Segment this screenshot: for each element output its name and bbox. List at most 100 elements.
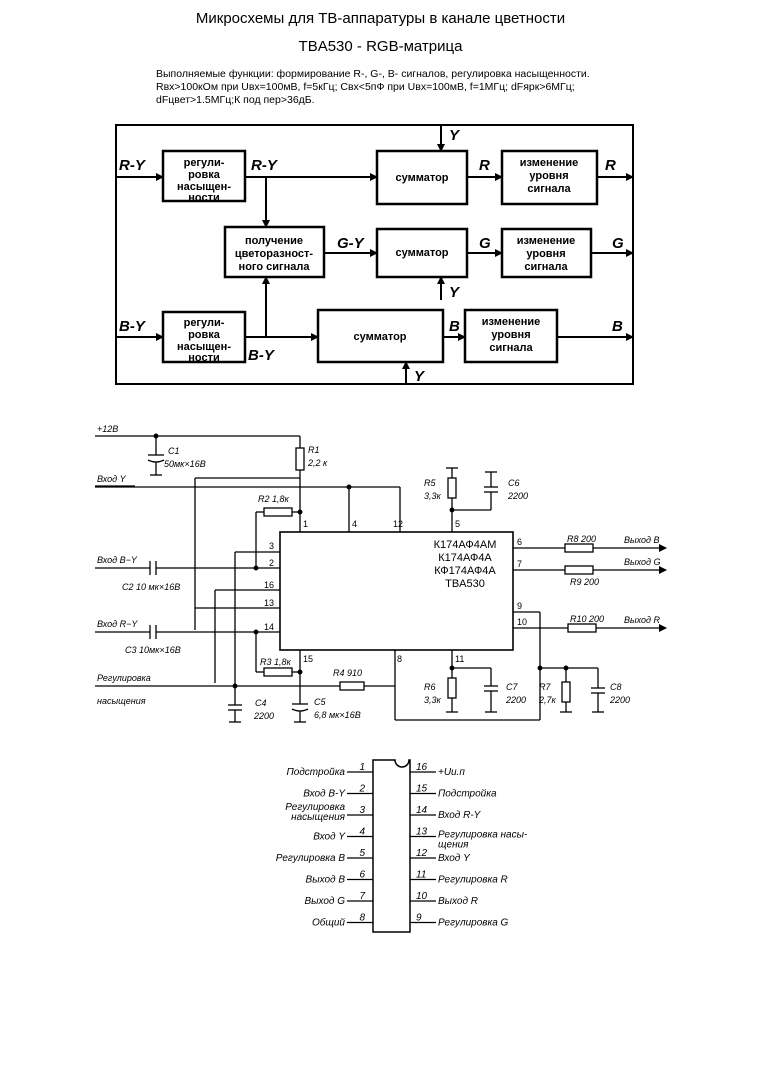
pinout-left-label: Вход Y bbox=[313, 832, 346, 843]
block-diagram: регули- ровка насыщен- ности регули- ров… bbox=[115, 124, 634, 385]
c1-label: C1 bbox=[168, 446, 180, 456]
pinout-right-pin-number: 12 bbox=[416, 848, 428, 859]
signal-r-mid: R bbox=[479, 157, 490, 174]
sat-bottom-line-1: регули- bbox=[184, 317, 225, 329]
level-b-line-3: сигнала bbox=[489, 342, 533, 354]
supply-label: +12В bbox=[97, 424, 118, 434]
pinout-package bbox=[372, 759, 411, 933]
signal-b-mid: B bbox=[449, 318, 460, 335]
pinout-left-pin-number: 2 bbox=[358, 784, 365, 795]
ic-part-1: К174АФ4АМ bbox=[434, 539, 497, 551]
ic-pin-numbers: 1 4 12 5 3 2 16 13 14 15 8 11 6 7 9 10 bbox=[264, 519, 527, 664]
input-y-label: Вход Y bbox=[97, 474, 127, 484]
signal-g-out: G bbox=[612, 235, 624, 252]
pinout-right-label: Подстройка bbox=[438, 789, 497, 800]
r7-label: R7 bbox=[539, 682, 551, 692]
input-by-label: Вход B−Y bbox=[97, 555, 138, 565]
r7-value: 2,7к bbox=[538, 695, 557, 705]
r6-label: R6 bbox=[424, 682, 436, 692]
page-subtitle: TBA530 - RGB-матрица bbox=[298, 38, 463, 55]
pin-11: 11 bbox=[455, 654, 464, 664]
adder-r-label: сумматор bbox=[395, 172, 448, 184]
r7-resistor bbox=[561, 681, 571, 703]
adder-g-label: сумматор bbox=[395, 247, 448, 259]
r4-label: R4 910 bbox=[333, 668, 362, 678]
level-g-line-1: изменение bbox=[517, 235, 576, 247]
signal-g-mid: G bbox=[479, 235, 491, 252]
signal-gy-mid: G-Y bbox=[337, 235, 366, 252]
level-r-line-2: уровня bbox=[529, 170, 568, 182]
diff-line-1: получение bbox=[245, 235, 303, 247]
output-b-label: Выход B bbox=[624, 535, 660, 545]
spec-text: Выполняемые функции: формирование R-, G-… bbox=[156, 68, 626, 107]
pin-5: 5 bbox=[455, 519, 460, 529]
c6-label: C6 bbox=[508, 478, 520, 488]
pin-1: 1 bbox=[303, 519, 308, 529]
signal-ry-in: R-Y bbox=[119, 157, 147, 174]
signal-y-mid: Y bbox=[449, 284, 461, 301]
pinout-left-pin-number: 6 bbox=[359, 870, 365, 881]
r5-resistor bbox=[447, 477, 457, 499]
pin-13: 13 bbox=[264, 598, 274, 608]
signal-r-out: R bbox=[605, 157, 616, 174]
pinout-left-label: Общий bbox=[312, 917, 345, 929]
signal-ry-mid: R-Y bbox=[251, 157, 279, 174]
r1-resistor bbox=[295, 447, 305, 471]
r9-label: R9 200 bbox=[570, 577, 599, 587]
output-g-label: Выход G bbox=[624, 557, 661, 567]
pinout-left-label: Подстройка bbox=[286, 767, 345, 778]
diff-line-3: ного сигнала bbox=[239, 261, 311, 273]
pinout-left-label: Выход B bbox=[306, 875, 346, 886]
r3-resistor bbox=[263, 667, 293, 677]
diff-line-2: цветоразност- bbox=[235, 248, 313, 260]
r6-resistor bbox=[447, 677, 457, 699]
level-b-line-1: изменение bbox=[482, 316, 541, 328]
signal-by-mid: B-Y bbox=[248, 347, 276, 364]
ic-part-numbers: К174АФ4АМ К174АФ4А КФ174АФ4А TBA530 bbox=[434, 539, 497, 590]
circuit-schematic bbox=[95, 433, 667, 723]
r2-label: R2 1,8к bbox=[258, 494, 290, 504]
pin-14: 14 bbox=[264, 622, 274, 632]
adder-b-label: сумматор bbox=[353, 331, 406, 343]
r9-resistor bbox=[564, 565, 594, 575]
level-g-line-2: уровня bbox=[526, 248, 565, 260]
pinout-left-pin-number: 3 bbox=[359, 805, 365, 816]
spec-line-1: Выполняемые функции: формирование R-, G-… bbox=[156, 68, 590, 80]
spec-line-2: Rвх>100кОм при Uвх=100мВ, f=5кГц; Свх<5п… bbox=[156, 81, 575, 93]
ic-part-3: КФ174АФ4А bbox=[434, 565, 496, 577]
r4-resistor bbox=[339, 681, 365, 691]
c2-label: C2 10 мк×16В bbox=[122, 582, 180, 592]
c4-value: 2200 bbox=[253, 711, 274, 721]
page-title: Микросхемы для ТВ-аппаратуры в канале цв… bbox=[195, 10, 566, 27]
signal-by-in: B-Y bbox=[119, 318, 147, 335]
c4-label: C4 bbox=[255, 698, 267, 708]
c5-label: C5 bbox=[314, 697, 326, 707]
pinout-left-pin-number: 7 bbox=[359, 891, 365, 902]
pinout-right-pin-number: 15 bbox=[416, 784, 428, 795]
sat-bottom-line-3: насыщен- bbox=[177, 341, 231, 353]
pinout-left-label: Вход B-Y bbox=[303, 789, 346, 800]
sat-top-line-4: ности bbox=[188, 192, 220, 204]
pin-6: 6 bbox=[517, 537, 522, 547]
signal-b-out: B bbox=[612, 318, 623, 335]
ic-part-4: TBA530 bbox=[445, 578, 485, 590]
schematic-labels: +12В C1 50мк×16В R1 2,2 к R5 3,3к C6 220… bbox=[97, 424, 661, 721]
r8-label: R8 200 bbox=[567, 534, 596, 544]
pinout-right-label-cont: щения bbox=[438, 840, 469, 851]
c7-value: 2200 bbox=[505, 695, 526, 705]
pinout-right-label: Выход R bbox=[438, 896, 478, 907]
r10-label: R10 200 bbox=[570, 614, 604, 624]
pin-16: 16 bbox=[264, 580, 274, 590]
pinout-left-label: Регулировка bbox=[285, 802, 345, 813]
sat-top-line-2: ровка bbox=[188, 169, 221, 181]
pinout-left-label-cont: насыщения bbox=[291, 812, 346, 823]
pinout-right-label: Регулировка G bbox=[438, 918, 509, 929]
level-g-line-3: сигнала bbox=[524, 261, 568, 273]
pinout-right-label: +Uи.п bbox=[438, 767, 465, 778]
c1-curved-plate bbox=[147, 459, 165, 463]
r1-value: 2,2 к bbox=[307, 458, 328, 468]
pinout-right-pin-number: 9 bbox=[416, 913, 422, 924]
c8-value: 2200 bbox=[609, 695, 630, 705]
pin-12: 12 bbox=[393, 519, 403, 529]
